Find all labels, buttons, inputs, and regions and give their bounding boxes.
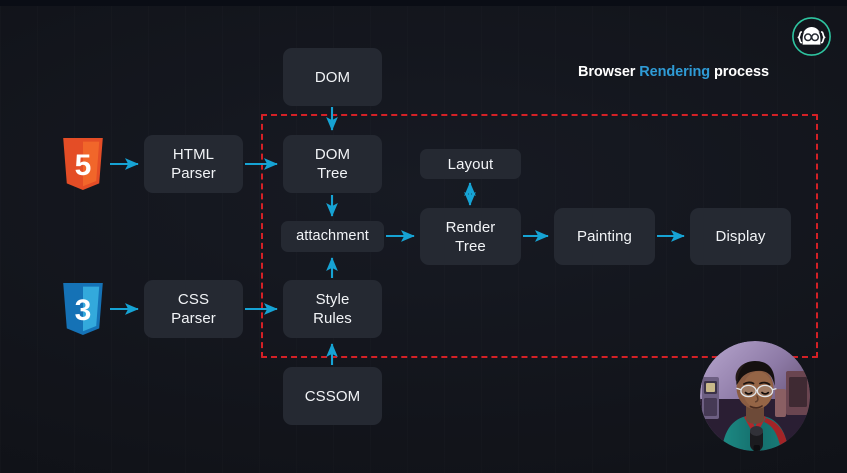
html5-logo-icon: 5 bbox=[63, 138, 103, 190]
node-dom-tree[interactable]: DOM Tree bbox=[283, 135, 382, 193]
node-dom-tree-label: DOM Tree bbox=[315, 145, 350, 183]
node-html-parser[interactable]: HTML Parser bbox=[144, 135, 243, 193]
top-edge-bar bbox=[0, 0, 847, 6]
title-prefix: Browser bbox=[578, 64, 640, 80]
node-html-parser-line1: HTML bbox=[172, 146, 215, 163]
node-render-tree-line2: Tree bbox=[455, 237, 486, 255]
node-dom-label: DOM bbox=[314, 68, 351, 86]
node-css-parser-line1: CSS bbox=[177, 291, 210, 308]
node-dom[interactable]: DOM bbox=[283, 48, 382, 106]
node-render-tree-label: Render Tree bbox=[446, 218, 496, 256]
page-title: Browser Rendering process bbox=[578, 64, 769, 80]
presenter-webcam-video bbox=[700, 341, 810, 451]
node-cssom[interactable]: CSSOM bbox=[283, 367, 382, 425]
css3-logo-glyph: 3 bbox=[75, 294, 92, 327]
node-css-parser-line2: Parser bbox=[171, 310, 216, 327]
node-css-parser-label: CSS Parser bbox=[171, 290, 216, 328]
title-suffix: process bbox=[710, 64, 769, 80]
title-accent-word: Rendering bbox=[639, 64, 711, 80]
html5-logo-glyph: 5 bbox=[75, 149, 92, 182]
node-html-parser-line2: Parser bbox=[171, 165, 216, 182]
node-style-rules[interactable]: Style Rules bbox=[283, 280, 382, 338]
html5-logo: 5 bbox=[60, 138, 106, 190]
node-display-label: Display bbox=[715, 228, 766, 245]
node-painting-label: Painting bbox=[576, 228, 632, 245]
css3-logo: 3 bbox=[60, 283, 106, 335]
node-style-rules-label: Style Rules bbox=[313, 290, 352, 328]
node-layout-label: Layout bbox=[447, 155, 494, 173]
css3-logo-icon: 3 bbox=[63, 283, 103, 335]
node-css-parser[interactable]: CSS Parser bbox=[144, 280, 243, 338]
node-dom-tree-line1: DOM bbox=[314, 146, 351, 163]
node-style-rules-line2: Rules bbox=[313, 310, 352, 327]
node-painting[interactable]: Painting bbox=[554, 208, 655, 265]
coder-face-logo-icon bbox=[792, 17, 831, 56]
coder-face-logo[interactable] bbox=[791, 16, 832, 57]
node-display[interactable]: Display bbox=[690, 208, 791, 265]
node-layout[interactable]: Layout bbox=[420, 149, 521, 179]
node-style-rules-line1: Style bbox=[315, 291, 350, 308]
node-dom-tree-line2: Tree bbox=[317, 165, 348, 182]
presenter-webcam-bubble[interactable] bbox=[700, 341, 810, 451]
node-html-parser-label: HTML Parser bbox=[171, 145, 216, 183]
browser-rendering-boundary bbox=[261, 114, 818, 358]
node-render-tree[interactable]: Render Tree bbox=[420, 208, 521, 265]
node-attachment-label: attachment bbox=[296, 228, 369, 244]
node-attachment[interactable]: attachment bbox=[281, 221, 384, 252]
node-cssom-label: CSSOM bbox=[304, 387, 361, 405]
node-render-tree-line1: Render bbox=[445, 218, 496, 236]
